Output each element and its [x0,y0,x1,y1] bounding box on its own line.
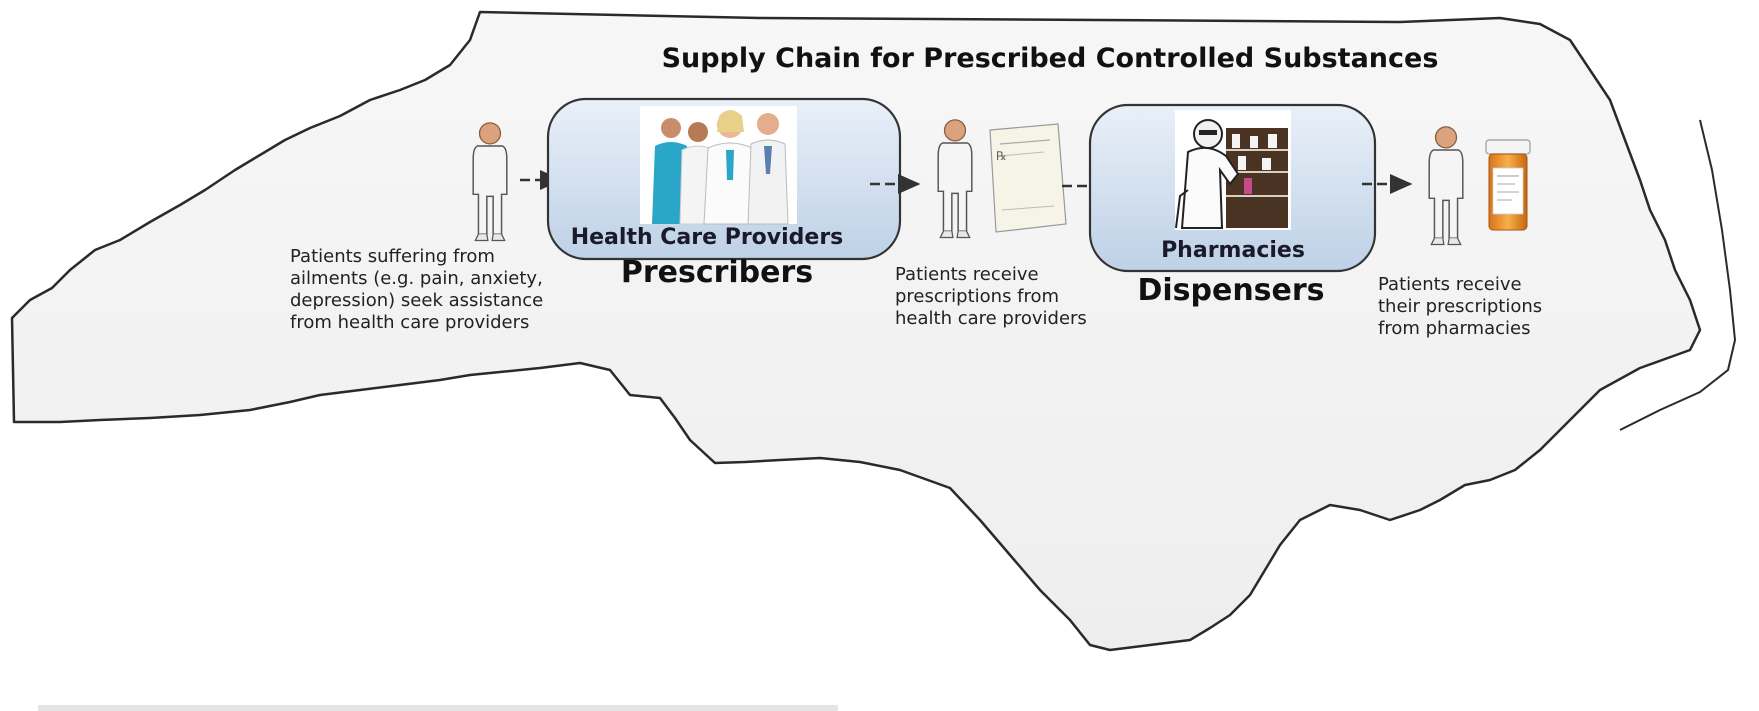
svg-text:℞: ℞ [996,149,1007,163]
doctors-photo-icon [640,106,797,225]
outer-banks-coastline [1619,119,1737,431]
health-care-providers-box: Health Care Providers [546,97,902,261]
dispensers-label: Dispensers [1137,273,1324,308]
diagram-title: Supply Chain for Prescribed Controlled S… [662,43,1439,74]
prescribers-label: Prescribers [621,255,813,290]
pharmacies-box: Pharmacies [1088,103,1377,273]
bottom-edge-bar [38,705,838,711]
patients-receive-from-pharmacies-description: Patients receive their prescriptions fro… [1378,274,1548,339]
pharmacist-icon [1175,110,1291,230]
pharmacies-label: Pharmacies [1161,238,1305,263]
patients-receive-prescriptions-description: Patients receive prescriptions from heal… [895,264,1087,329]
pill-bottle-icon [1485,139,1531,231]
patients-seek-description: Patients suffering from ailments (e.g. p… [290,246,549,333]
prescription-paper-icon: ℞ [989,123,1067,233]
health-care-providers-label: Health Care Providers [571,225,844,250]
